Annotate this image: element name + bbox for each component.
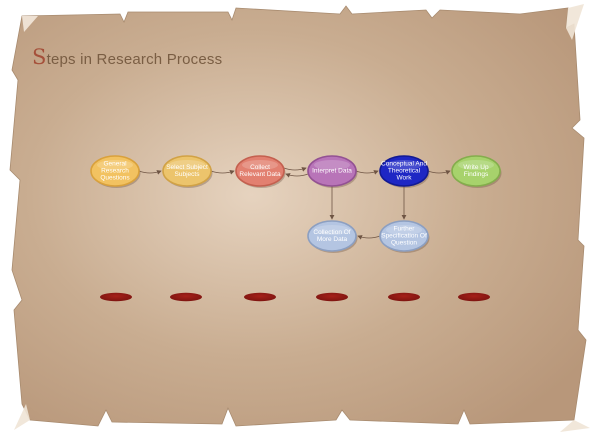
burn-holes [100,292,490,302]
node-ellipse [451,155,501,187]
node-layer [90,155,502,253]
process-node-n3 [235,155,286,188]
process-node-n2 [162,155,213,188]
process-node-n7 [307,220,358,253]
node-gloss [458,160,494,170]
node-label-n4: Interpret Data [312,167,352,175]
paper-curl-bottom-right [560,420,590,432]
node-gloss [242,160,278,170]
connector-n8-to-n7 [357,235,381,240]
node-label-n1: General Research Questions [100,160,130,182]
node-gloss [314,225,350,235]
node-gloss [386,225,422,235]
node-gloss [169,160,205,170]
burn-hole-1 [100,292,132,302]
node-ellipse [307,220,357,252]
node-ellipse [379,220,429,252]
connector-layer [138,167,451,240]
node-label-n5: Conceptual And Theoretical Work [381,160,427,182]
node-gloss [97,160,133,170]
process-node-n8 [379,220,430,253]
connector-n4-to-n5 [355,170,379,175]
connector-n5-to-n6 [427,170,451,175]
node-gloss [386,160,422,170]
connector-n1-to-n2 [138,170,162,175]
burn-hole-6 [458,292,490,302]
title-rest: teps in Research Process [46,51,223,68]
node-label-n2: Select Subject Subjects [166,164,208,178]
burn-hole-5 [388,292,420,302]
node-label-n7: Collection Of More Data [313,229,351,243]
process-node-n6 [451,155,502,188]
node-ellipse [379,155,429,187]
node-label-n3: Collect Relevant Data [239,164,281,178]
node-ellipse [90,155,140,187]
burn-hole-4 [316,292,348,302]
burn-hole-2 [170,292,202,302]
node-ellipse [307,155,357,187]
node-label-n8: Further Specification Of Question [381,225,427,247]
torn-paper-background [9,5,587,427]
title-first-letter: S [32,45,47,69]
node-label-n6: Write Up Findings [463,164,489,178]
process-node-n5 [379,155,430,188]
process-node-n1 [90,155,141,188]
page-title: Steps in Research Process [32,45,222,69]
node-ellipse [235,155,285,187]
paper-curl-top-left [22,16,38,32]
connector-n2-to-n3 [210,170,235,175]
paper-curl-bottom-left [14,404,30,430]
node-ellipse [162,155,212,187]
process-node-n4 [307,155,358,188]
paper-curl-top-right [566,4,584,40]
node-gloss [314,160,350,170]
connector-n3-to-n4 [283,167,307,172]
burn-hole-3 [244,292,276,302]
connector-n4-to-n3 [285,173,309,178]
